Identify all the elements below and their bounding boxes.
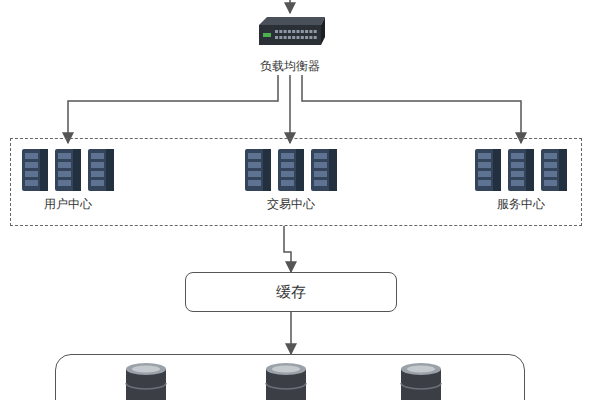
node-label: 缓存 bbox=[276, 283, 306, 302]
database-box bbox=[55, 354, 525, 400]
switch-icon bbox=[255, 15, 325, 55]
node-label: 用户中心 bbox=[8, 196, 128, 213]
server-group-box: 用户中心 交易中心 服务中心 bbox=[10, 138, 582, 226]
node-label: 负载均衡器 bbox=[235, 58, 345, 75]
cache-box: 缓存 bbox=[185, 272, 397, 312]
node-label: 服务中心 bbox=[461, 196, 581, 213]
connector-arrow bbox=[290, 312, 292, 354]
load-balancer: 负载均衡器 bbox=[235, 13, 345, 75]
connector-arrow bbox=[284, 226, 291, 272]
server-icons bbox=[243, 147, 339, 193]
server-cluster: 交易中心 bbox=[231, 143, 351, 223]
node-label: 交易中心 bbox=[231, 196, 351, 213]
server-cluster: 服务中心 bbox=[461, 143, 581, 223]
server-icons bbox=[20, 147, 116, 193]
connector-arrow bbox=[302, 75, 521, 143]
server-icons bbox=[473, 147, 569, 193]
connector-arrow bbox=[68, 75, 278, 143]
connector-arrow bbox=[289, 75, 291, 143]
database-icons bbox=[56, 355, 526, 400]
incoming-line bbox=[289, 0, 291, 13]
server-cluster: 用户中心 bbox=[8, 143, 128, 223]
